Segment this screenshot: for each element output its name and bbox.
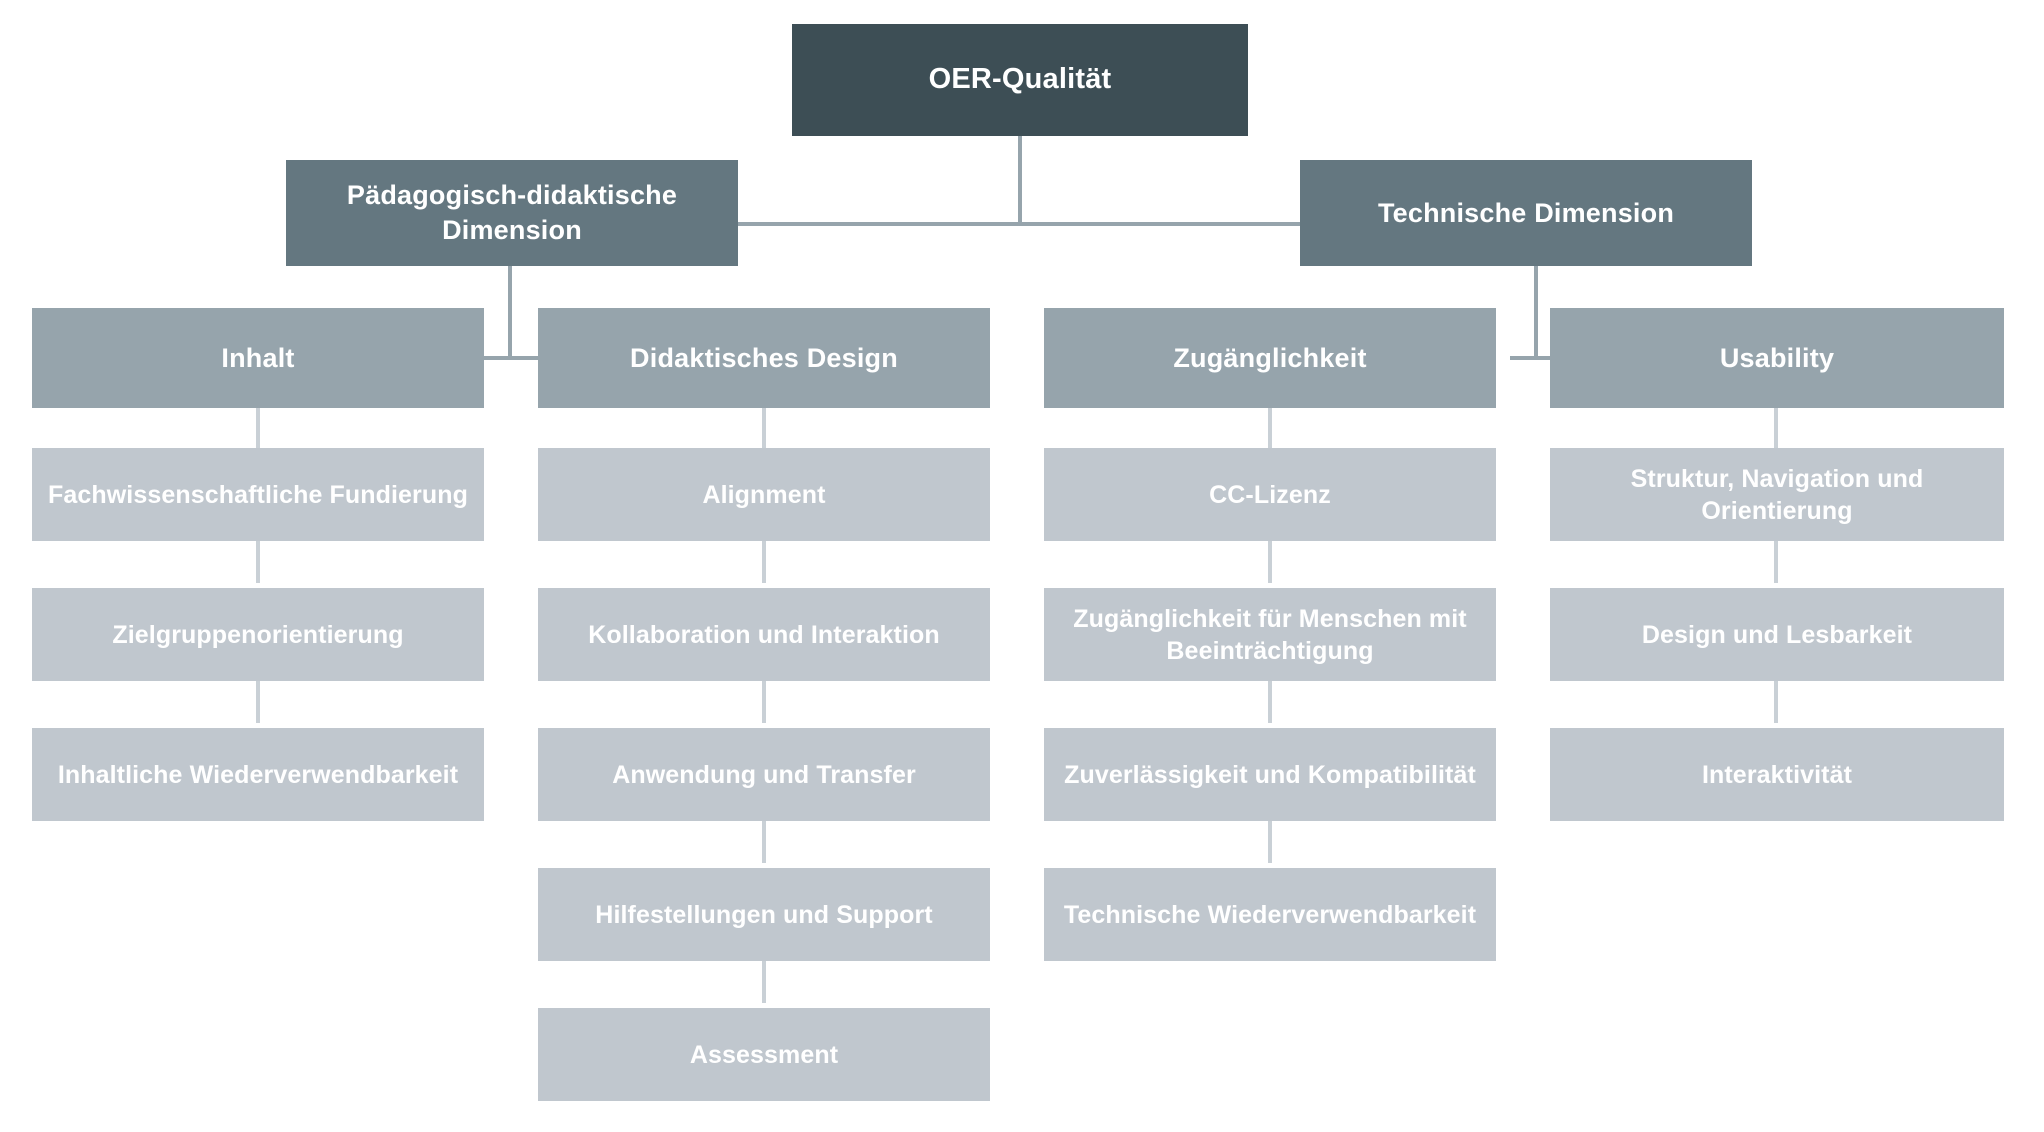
node-didaktisches-design[interactable]: Didaktisches Design <box>538 308 990 408</box>
connector-didaktik-2 <box>762 541 766 583</box>
node-inhalt[interactable]: Inhalt <box>32 308 484 408</box>
node-label: Design und Lesbarkeit <box>1641 620 1913 649</box>
node-assessment[interactable]: Assessment <box>538 1008 990 1101</box>
node-usability[interactable]: Usability <box>1550 308 2004 408</box>
node-label: Assessment <box>689 1040 839 1069</box>
connector-didaktik-4 <box>762 821 766 863</box>
node-zielgruppenorientierung[interactable]: Zielgruppenorientierung <box>32 588 484 681</box>
connector-dimension-bar <box>738 222 1300 226</box>
node-label: Interaktivität <box>1701 760 1853 789</box>
connector-zugang-4 <box>1268 821 1272 863</box>
node-label: Hilfestellungen und Support <box>595 900 933 929</box>
node-technische-dimension[interactable]: Technische Dimension <box>1300 160 1752 266</box>
node-oer-qualitaet[interactable]: OER-Qualität <box>792 24 1248 136</box>
node-label: Technische Dimension <box>1377 197 1675 228</box>
node-interaktivitaet[interactable]: Interaktivität <box>1550 728 2004 821</box>
node-label: Zielgruppenorientierung <box>112 620 404 649</box>
node-zugaenglichkeit[interactable]: Zugänglichkeit <box>1044 308 1496 408</box>
connector-didaktik-3 <box>762 681 766 723</box>
connector-pedagogical-category-bar <box>484 356 540 360</box>
connector-zugang-2 <box>1268 541 1272 583</box>
node-label: CC-Lizenz <box>1209 480 1331 509</box>
node-label: OER-Qualität <box>928 63 1112 96</box>
node-label: Zugänglichkeit für Menschen mit Beeinträ… <box>1073 604 1467 665</box>
connector-technical-stem <box>1534 266 1538 360</box>
node-label: Fachwissenschaftliche Fundierung <box>48 480 468 509</box>
connector-inhalt-2 <box>256 541 260 583</box>
node-hilfestellungen-und-support[interactable]: Hilfestellungen und Support <box>538 868 990 961</box>
node-anwendung-und-transfer[interactable]: Anwendung und Transfer <box>538 728 990 821</box>
node-cc-lizenz[interactable]: CC-Lizenz <box>1044 448 1496 541</box>
node-label: Zuverlässigkeit und Kompatibilität <box>1064 760 1476 789</box>
node-label: Inhalt <box>221 342 295 373</box>
node-fachwissenschaftliche-fundierung[interactable]: Fachwissenschaftliche Fundierung <box>32 448 484 541</box>
node-label: Usability <box>1719 342 1835 373</box>
connector-usability-1 <box>1774 408 1778 450</box>
connector-zugang-3 <box>1268 681 1272 723</box>
connector-didaktik-1 <box>762 408 766 450</box>
node-label: Inhaltliche Wiederverwendbarkeit <box>57 760 459 789</box>
node-zugaenglichkeit-fuer-menschen-mit-beeintraechtigung[interactable]: Zugänglichkeit für Menschen mit Beeinträ… <box>1044 588 1496 681</box>
node-label: Pädagogisch-didaktische Dimension <box>346 180 678 245</box>
connector-pedagogical-stem <box>508 266 512 360</box>
node-alignment[interactable]: Alignment <box>538 448 990 541</box>
node-struktur-navigation-und-orientierung[interactable]: Struktur, Navigation und Orientierung <box>1550 448 2004 541</box>
node-technische-wiederverwendbarkeit[interactable]: Technische Wiederverwendbarkeit <box>1044 868 1496 961</box>
node-label: Zugänglichkeit <box>1173 342 1367 373</box>
connector-inhalt-3 <box>256 681 260 723</box>
connector-inhalt-1 <box>256 408 260 450</box>
connector-root-stem <box>1018 136 1022 224</box>
node-label: Didaktisches Design <box>630 342 898 373</box>
node-inhaltliche-wiederverwendbarkeit[interactable]: Inhaltliche Wiederverwendbarkeit <box>32 728 484 821</box>
connector-usability-2 <box>1774 541 1778 583</box>
node-kollaboration-und-interaktion[interactable]: Kollaboration und Interaktion <box>538 588 990 681</box>
node-label: Alignment <box>702 480 826 509</box>
node-label: Struktur, Navigation und Orientierung <box>1630 464 1924 525</box>
node-zuverlaessigkeit-und-kompatibilitaet[interactable]: Zuverlässigkeit und Kompatibilität <box>1044 728 1496 821</box>
connector-usability-3 <box>1774 681 1778 723</box>
node-design-und-lesbarkeit[interactable]: Design und Lesbarkeit <box>1550 588 2004 681</box>
connector-zugang-1 <box>1268 408 1272 450</box>
connector-didaktik-5 <box>762 961 766 1003</box>
node-label: Anwendung und Transfer <box>612 760 916 789</box>
node-label: Kollaboration und Interaktion <box>588 620 940 649</box>
connector-technical-category-bar <box>1510 356 1566 360</box>
node-label: Technische Wiederverwendbarkeit <box>1063 900 1477 929</box>
node-paedagogisch-didaktische-dimension[interactable]: Pädagogisch-didaktische Dimension <box>286 160 738 266</box>
